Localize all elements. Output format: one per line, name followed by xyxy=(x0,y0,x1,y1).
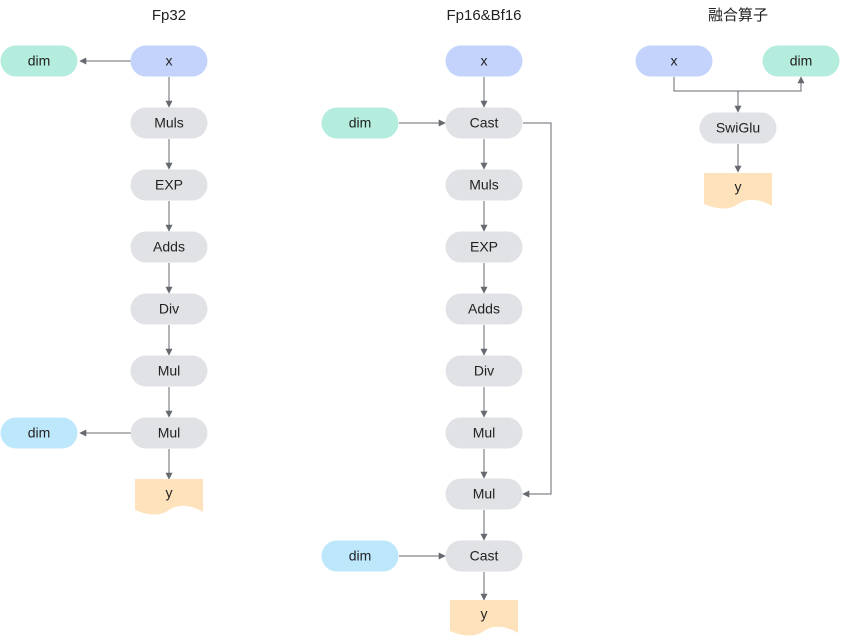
node-label: Adds xyxy=(468,301,500,317)
node-label: Mul xyxy=(158,425,181,441)
node-shape xyxy=(321,540,399,572)
node-label: Div xyxy=(159,301,179,317)
node-shape xyxy=(635,45,713,77)
output-label: y xyxy=(166,485,173,501)
node-shape xyxy=(130,107,208,139)
operator-node: Mul xyxy=(445,478,523,510)
edges-layer xyxy=(79,57,805,601)
node-shape xyxy=(445,417,523,449)
output-label: y xyxy=(481,606,488,622)
node-label: Adds xyxy=(153,239,185,255)
node-shape xyxy=(445,293,523,325)
operator-node: Muls xyxy=(445,169,523,201)
column-title: Fp32 xyxy=(152,7,186,24)
node-shape xyxy=(130,169,208,201)
node-shape xyxy=(445,169,523,201)
dim-input-node: dim xyxy=(762,45,840,77)
operator-node: Mul xyxy=(445,417,523,449)
node-shape xyxy=(762,45,840,77)
column-title: 融合算子 xyxy=(708,6,768,24)
dim-input-node: dim xyxy=(0,45,78,77)
node-shape xyxy=(445,478,523,510)
node-shape xyxy=(0,417,78,449)
dim-input-node: dim xyxy=(0,417,78,449)
input-x-node: x xyxy=(445,45,523,77)
node-label: dim xyxy=(28,425,51,441)
output-label: y xyxy=(735,179,742,195)
node-label: Mul xyxy=(473,425,496,441)
output-shape xyxy=(450,600,518,636)
dim-input-node: dim xyxy=(321,107,399,139)
node-label: EXP xyxy=(155,177,183,193)
node-label: Cast xyxy=(470,548,499,564)
node-shape xyxy=(445,355,523,387)
operator-node: EXP xyxy=(445,231,523,263)
node-shape xyxy=(445,45,523,77)
node-shape xyxy=(445,107,523,139)
input-x-node: x xyxy=(635,45,713,77)
flow-arrow xyxy=(673,76,805,92)
node-label: x xyxy=(481,53,488,69)
output-shape xyxy=(704,173,772,209)
node-shape xyxy=(321,107,399,139)
node-label: dim xyxy=(28,53,51,69)
node-label: dim xyxy=(790,53,813,69)
node-label: SwiGlu xyxy=(716,120,760,136)
node-shape xyxy=(699,112,777,144)
operator-node: Div xyxy=(130,293,208,325)
operator-node: EXP xyxy=(130,169,208,201)
node-shape xyxy=(445,540,523,572)
titles-layer: Fp32 Fp16&Bf16 融合算子 xyxy=(152,6,768,24)
operator-node: Adds xyxy=(130,231,208,263)
node-label: EXP xyxy=(470,239,498,255)
node-label: x xyxy=(671,53,678,69)
operator-node: Adds xyxy=(445,293,523,325)
node-label: Muls xyxy=(154,115,184,131)
dim-input-node: dim xyxy=(321,540,399,572)
operator-node: Muls xyxy=(130,107,208,139)
operator-node: Cast xyxy=(445,540,523,572)
column-title: Fp16&Bf16 xyxy=(446,7,521,24)
node-label: dim xyxy=(349,548,372,564)
output-document-node: y xyxy=(135,479,203,515)
operator-node: SwiGlu xyxy=(699,112,777,144)
node-label: x xyxy=(166,53,173,69)
operator-node: Div xyxy=(445,355,523,387)
node-shape xyxy=(130,417,208,449)
output-document-node: y xyxy=(450,600,518,636)
node-shape xyxy=(445,231,523,263)
output-shape xyxy=(135,479,203,515)
operator-node: Mul xyxy=(130,355,208,387)
node-label: dim xyxy=(349,115,372,131)
operator-node: Mul xyxy=(130,417,208,449)
node-label: Mul xyxy=(158,363,181,379)
node-label: Muls xyxy=(469,177,499,193)
flow-arrow xyxy=(522,122,552,498)
node-shape xyxy=(130,45,208,77)
output-document-node: y xyxy=(704,173,772,209)
node-label: Mul xyxy=(473,486,496,502)
node-shape xyxy=(130,355,208,387)
node-shape xyxy=(130,293,208,325)
node-shape xyxy=(0,45,78,77)
node-shape xyxy=(130,231,208,263)
node-label: Div xyxy=(474,363,494,379)
operator-node: Cast xyxy=(445,107,523,139)
node-label: Cast xyxy=(470,115,499,131)
input-x-node: x xyxy=(130,45,208,77)
